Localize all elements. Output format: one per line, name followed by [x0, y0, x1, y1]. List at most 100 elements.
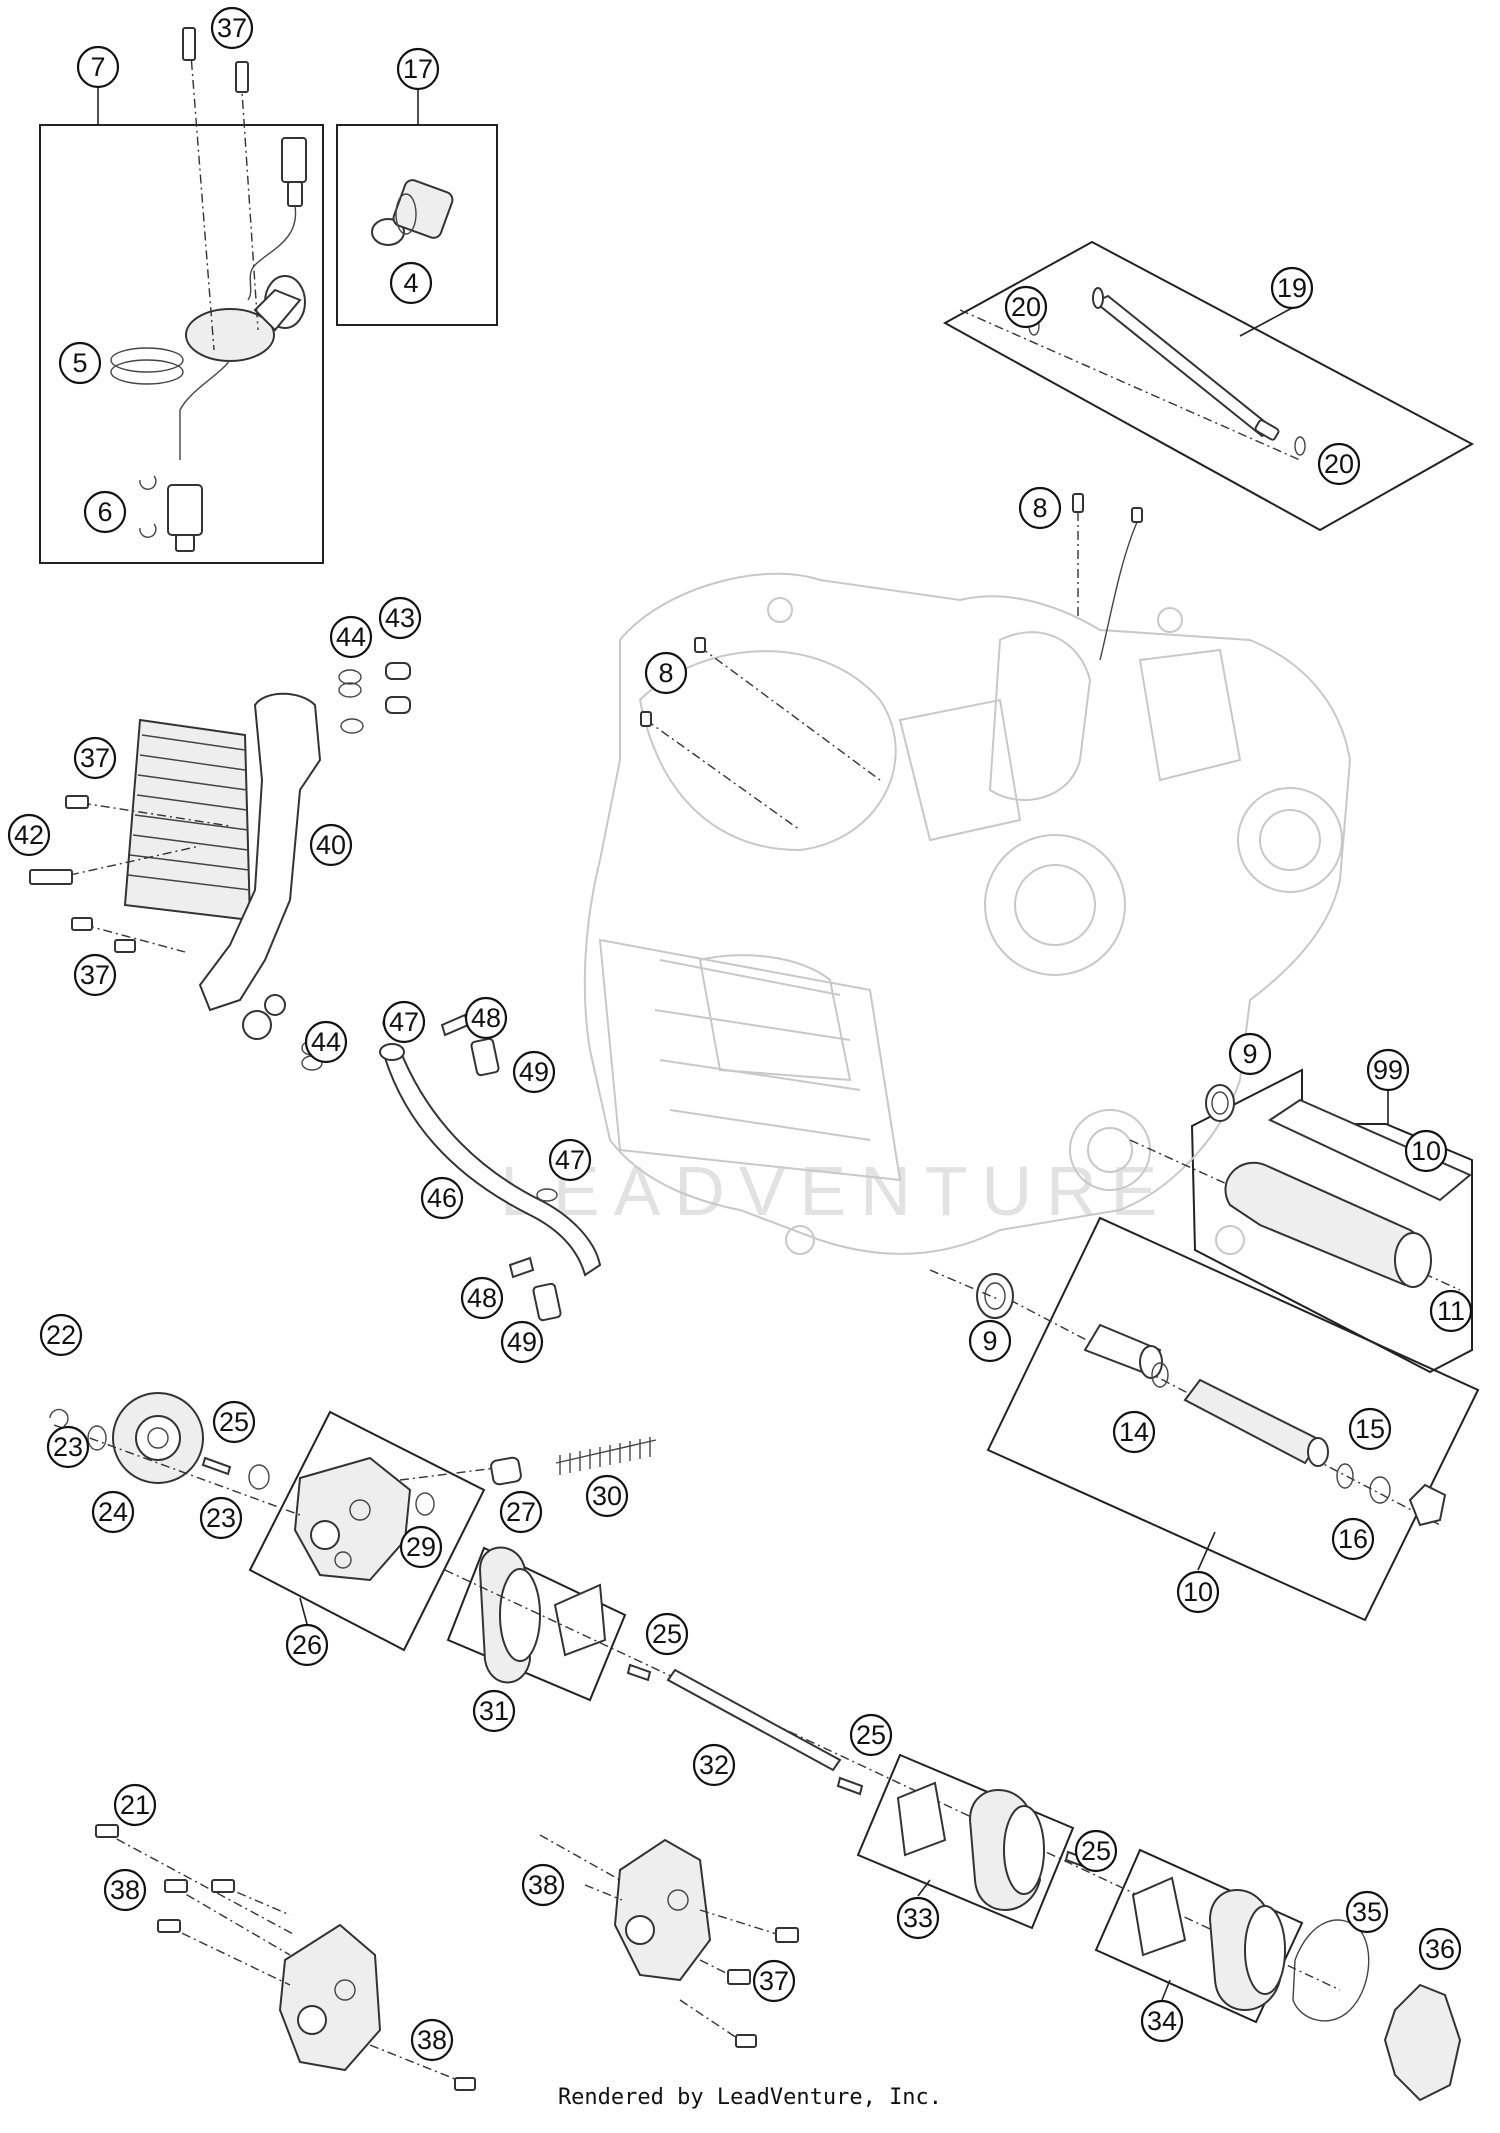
- spring-30: [555, 1437, 657, 1475]
- bolt-8-right-b: [1131, 507, 1143, 523]
- svg-text:36: 36: [1425, 1934, 1455, 1964]
- callout-11: 11: [1429, 1289, 1473, 1333]
- callout-25-a: 25: [212, 1400, 256, 1444]
- callout-38-lower-left: 38: [410, 2018, 454, 2062]
- svg-text:15: 15: [1355, 1414, 1385, 1444]
- oil-pump-pickup-assembly: [110, 137, 307, 552]
- axis-bolt-37b-top: [239, 61, 259, 331]
- svg-text:10: 10: [1411, 1136, 1441, 1166]
- callout-20-left: 20: [1004, 285, 1048, 329]
- svg-text:46: 46: [427, 1183, 457, 1213]
- svg-text:10: 10: [1183, 1577, 1213, 1607]
- svg-text:48: 48: [467, 1283, 497, 1313]
- svg-text:14: 14: [1119, 1417, 1149, 1447]
- callout-47-bottom: 47: [548, 1138, 592, 1182]
- callout-49-bottom: 49: [500, 1320, 544, 1364]
- group-box-99: [1190, 1068, 1473, 1374]
- callout-34: 34: [1140, 1999, 1184, 2043]
- svg-text:42: 42: [14, 820, 44, 850]
- svg-text:7: 7: [90, 52, 105, 82]
- svg-text:40: 40: [316, 830, 346, 860]
- callout-8-right: 8: [1018, 486, 1062, 530]
- gasket-35: [1292, 1919, 1370, 2022]
- svg-text:24: 24: [98, 1497, 128, 1527]
- callout-22: 22: [39, 1313, 83, 1357]
- bolt-37-cooler-bottom-b: [114, 939, 136, 953]
- axis-bolt-37-cooler-top: [81, 802, 231, 827]
- callout-25-b: 25: [645, 1612, 689, 1656]
- svg-text:11: 11: [1437, 1296, 1465, 1326]
- callout-16: 15: [1348, 1407, 1392, 1451]
- callout-37-cooler-top: 37: [73, 736, 117, 780]
- oil-screen-assembly: [371, 179, 454, 246]
- svg-text:6: 6: [97, 497, 112, 527]
- axis-bolt-37-cooler-bottom: [84, 924, 186, 953]
- group-box-7: [39, 124, 324, 564]
- svg-text:34: 34: [1147, 2006, 1177, 2036]
- engine-crankcase: [583, 572, 1352, 1255]
- callout-9-upper: 9: [1228, 1032, 1272, 1076]
- svg-text:16: 16: [1338, 1524, 1368, 1554]
- axis-bolt-8-left-b: [645, 719, 801, 831]
- svg-text:23: 23: [53, 1432, 83, 1462]
- callout-7: 7: [76, 45, 120, 89]
- bolt-37-top: [182, 27, 196, 61]
- callout-20-right: 20: [1317, 442, 1361, 486]
- leader-19: [1239, 307, 1293, 337]
- callout-35: 35: [1345, 1890, 1389, 1934]
- callout-38-middle: 38: [521, 1863, 565, 1907]
- callout-44-bottom: 44: [304, 1020, 348, 1064]
- callout-42: 42: [7, 813, 51, 857]
- callout-8-left: 8: [644, 651, 688, 695]
- callout-6: 6: [83, 490, 127, 534]
- svg-text:49: 49: [507, 1327, 537, 1357]
- svg-text:5: 5: [72, 348, 87, 378]
- svg-text:4: 4: [403, 268, 418, 298]
- axis-bolt-42: [69, 845, 201, 876]
- callout-4: 4: [389, 261, 433, 305]
- callout-36: 36: [1418, 1927, 1462, 1971]
- callout-47-top: 47: [382, 1000, 426, 1044]
- callout-26: 26: [285, 1623, 329, 1667]
- svg-text:37: 37: [217, 13, 247, 43]
- pump-housing-lower-left: [95, 1824, 476, 2091]
- callout-17: 16: [1331, 1517, 1375, 1561]
- svg-text:33: 33: [903, 1903, 933, 1933]
- svg-text:49: 49: [519, 1057, 549, 1087]
- bolt-8-left-b: [640, 711, 652, 727]
- svg-text:25: 25: [219, 1407, 249, 1437]
- svg-text:38: 38: [528, 1870, 558, 1900]
- oil-filter-10-parts: [976, 1273, 1447, 1527]
- callout-44-top: 44: [329, 615, 373, 659]
- bolt-8-right: [1072, 493, 1084, 513]
- group-box-33: [856, 1753, 1075, 1930]
- rotor-31: [478, 1546, 607, 1684]
- callout-25-d: 25: [1074, 1829, 1118, 1873]
- svg-text:35: 35: [1352, 1897, 1382, 1927]
- axis-bolt-8-left-a: [699, 646, 881, 781]
- leader-34: [1161, 1979, 1171, 2001]
- watermark-text: LEADVENTURE: [500, 1152, 1171, 1230]
- svg-text:20: 20: [1324, 449, 1354, 479]
- footer-credit: Rendered by LeadVenture, Inc.: [557, 2085, 943, 2110]
- svg-text:44: 44: [336, 622, 366, 652]
- callout-24: 24: [91, 1490, 135, 1534]
- svg-text:47: 47: [555, 1145, 585, 1175]
- svg-text:37: 37: [80, 743, 110, 773]
- svg-text:37: 37: [759, 1966, 789, 1996]
- svg-text:8: 8: [1032, 493, 1047, 523]
- pump-housing-lower-middle: [539, 1834, 799, 2048]
- callout-37-lower-left: 38: [103, 1868, 147, 1912]
- bolt-8-left-a: [694, 637, 706, 653]
- callout-21: 21: [113, 1783, 157, 1827]
- svg-text:99: 99: [1373, 1055, 1403, 1085]
- oil-cooler-assembly: [123, 662, 411, 1071]
- svg-text:25: 25: [1081, 1836, 1111, 1866]
- callout-25-c: 25: [849, 1713, 893, 1757]
- callout-40: 40: [309, 823, 353, 867]
- leader-33: [917, 1879, 931, 1897]
- svg-text:38: 38: [417, 2025, 447, 2055]
- svg-text:22: 22: [46, 1320, 76, 1350]
- svg-text:44: 44: [311, 1027, 341, 1057]
- wire-right: [1099, 519, 1139, 661]
